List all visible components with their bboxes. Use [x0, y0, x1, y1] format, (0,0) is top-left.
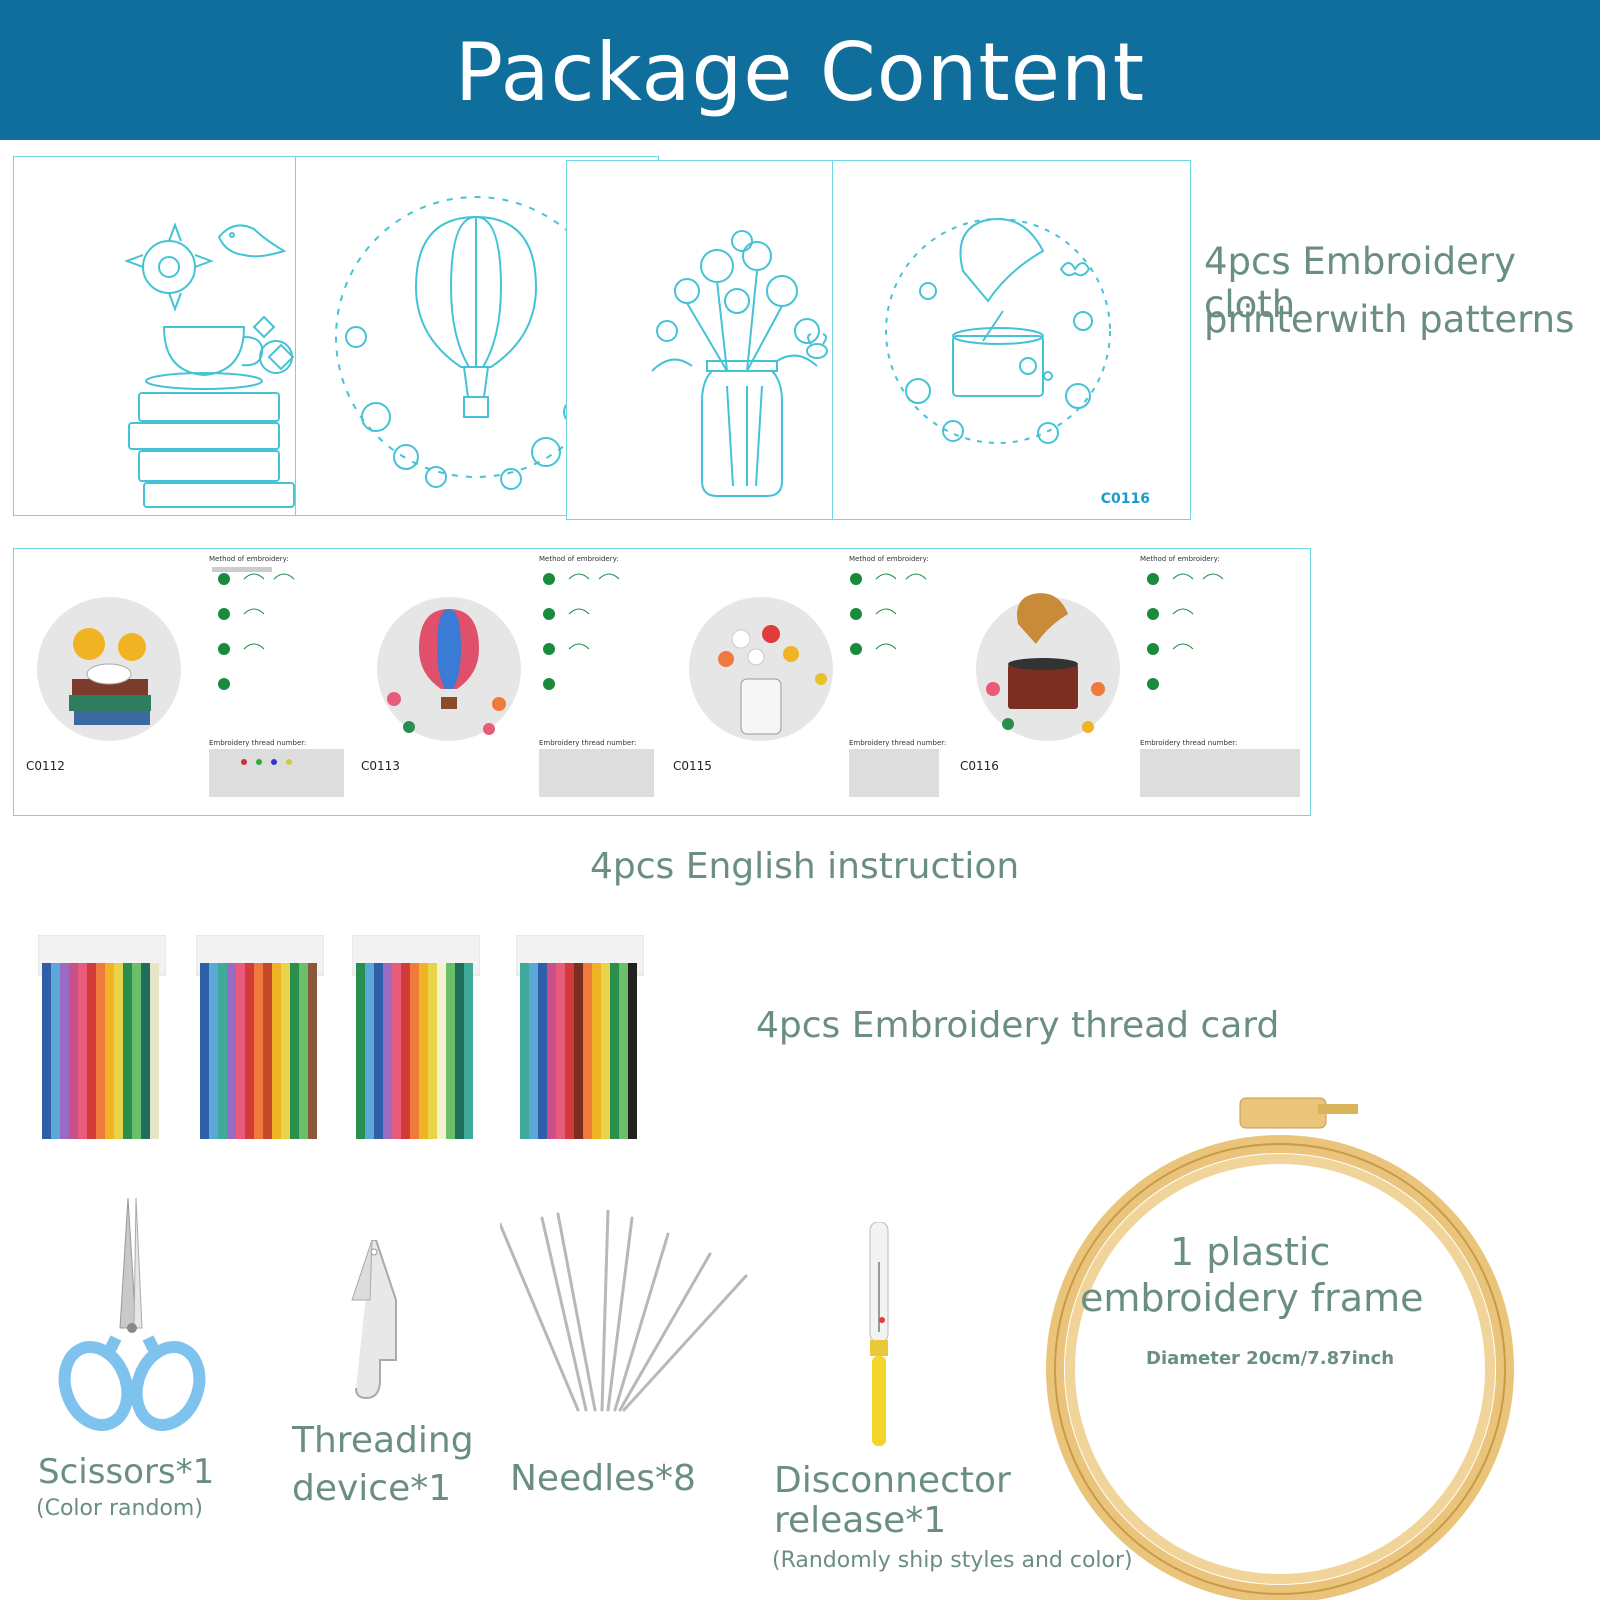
method-heading: Method of embroidery:	[539, 555, 619, 563]
frame-diameter-note: Diameter 20cm/7.87inch	[1146, 1348, 1395, 1369]
instruction-strip: C0112 Method of embroidery: Embroidery t…	[13, 548, 1311, 816]
thread-heading: Embroidery thread number:	[539, 739, 637, 747]
threader-icon	[351, 1239, 397, 1400]
thread-card-1	[37, 934, 167, 1139]
method-heading: Method of embroidery:	[849, 555, 929, 563]
needles	[498, 1208, 750, 1424]
thread-heading: Embroidery thread number:	[209, 739, 307, 747]
cloth-code-label: C0116	[1100, 491, 1150, 507]
threader	[344, 1239, 404, 1414]
seam-ripper-label-line1: Disconnector	[774, 1460, 1011, 1501]
instruction-code-label: C0112	[26, 759, 65, 773]
instruction-diagram-icon	[689, 573, 939, 797]
embroidery-frame	[1040, 1084, 1520, 1604]
instruction-diagram-icon	[377, 573, 654, 797]
thread-card-label: 4pcs Embroidery thread card	[756, 1005, 1280, 1046]
method-heading: Method of embroidery:	[209, 555, 289, 563]
thread-card-3	[351, 934, 481, 1139]
frame-label-line1: 1 plastic	[1170, 1230, 1331, 1274]
thread-heading: Embroidery thread number:	[849, 739, 947, 747]
gramophone-pattern-icon	[885, 218, 1111, 444]
scissors-label: Scissors*1	[38, 1452, 215, 1492]
page-title: Package Content	[454, 26, 1146, 119]
instruction-sheet-3: C0115 Method of embroidery: Embroidery t…	[661, 549, 949, 815]
cloth-label-line2: printerwith patterns	[1204, 298, 1575, 341]
scissors-icon	[58, 1197, 206, 1431]
instruction-sheet-2: C0113 Method of embroidery: Embroidery t…	[349, 549, 662, 815]
cloth-label-line1: 4pcs Embroidery cloth	[1204, 240, 1516, 326]
method-heading: Method of embroidery:	[1140, 555, 1220, 563]
flower-jar-pattern-icon	[651, 230, 828, 497]
thread-heading: Embroidery thread number:	[1140, 739, 1238, 747]
instruction-code-label: C0116	[960, 759, 999, 773]
thread-bundle-icon	[351, 934, 481, 1139]
instruction-sheet-1: C0112 Method of embroidery: Embroidery t…	[14, 549, 350, 815]
seam-ripper	[860, 1221, 900, 1454]
teacup-books-pattern-icon	[124, 222, 295, 508]
thread-card-2	[195, 934, 325, 1139]
instruction-label: 4pcs English instruction	[590, 846, 1020, 887]
instruction-diagram-icon	[976, 573, 1300, 797]
thread-bundle-icon	[37, 934, 167, 1139]
thread-card-4	[515, 934, 645, 1139]
needles-label: Needles*8	[510, 1458, 696, 1499]
threader-label-line1: Threading	[292, 1420, 474, 1461]
scissors-note: (Color random)	[36, 1496, 203, 1521]
instruction-code-label: C0115	[673, 759, 712, 773]
instruction-diagram-icon	[37, 567, 344, 797]
threader-label-line2: device*1	[292, 1468, 452, 1509]
instruction-sheet-4: C0116 Method of embroidery: Embroidery t…	[948, 549, 1310, 815]
scissors	[56, 1197, 206, 1442]
thread-bundle-icon	[515, 934, 645, 1139]
seam-ripper-note: (Randomly ship styles and color)	[772, 1548, 1133, 1573]
cloth-panel-4: C0116	[832, 160, 1191, 520]
seam-ripper-icon	[869, 1221, 889, 1446]
thread-bundle-icon	[195, 934, 325, 1139]
embroidery-hoop-icon	[1046, 1097, 1514, 1603]
cloth-panel-1	[13, 156, 303, 516]
needles-icon	[498, 1208, 748, 1412]
seam-ripper-label-line2: release*1	[774, 1500, 947, 1541]
frame-label-line2: embroidery frame	[1080, 1276, 1424, 1320]
instruction-code-label: C0113	[361, 759, 400, 773]
header-banner: Package Content	[0, 0, 1600, 140]
